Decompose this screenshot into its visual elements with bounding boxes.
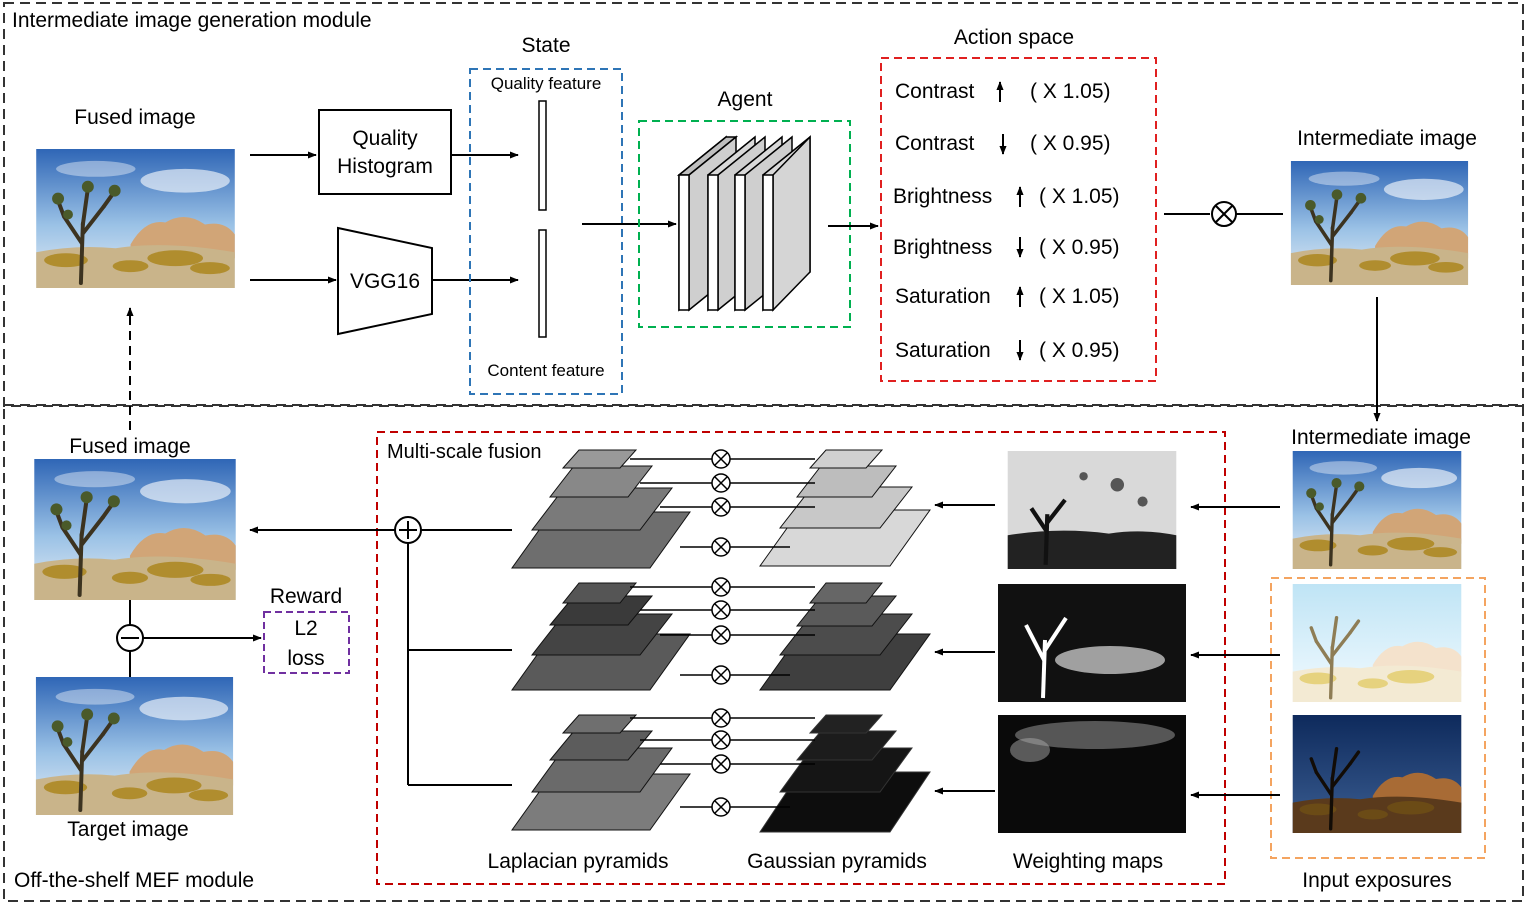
target-image <box>36 677 233 815</box>
svg-text:( X 1.05): ( X 1.05) <box>1039 185 1120 208</box>
bottom-intermediate-image <box>1290 451 1464 569</box>
bottom-module-title: Off-the-shelf MEF module <box>14 869 254 892</box>
top-intermediate-image <box>1289 161 1470 285</box>
weighting-map-3 <box>998 715 1186 833</box>
bottom-fused-image <box>34 459 235 600</box>
state-box <box>469 68 623 395</box>
agent-box <box>638 120 851 328</box>
action-space-box <box>880 57 1157 382</box>
action-contrast-down: Contrast ( X 0.95) <box>895 132 1111 155</box>
bottom-module-border <box>3 404 1524 902</box>
gaussian-pyramid-3 <box>759 714 931 833</box>
svg-text:Brightness: Brightness <box>893 236 992 259</box>
gaussian-label: Gaussian pyramids <box>747 850 927 873</box>
top-fused-image-label: Fused image <box>74 106 195 129</box>
quality-feature-label: Quality feature <box>491 74 602 93</box>
dark-exposure-image <box>1290 715 1464 833</box>
l2-loss-line1: L2 <box>294 617 317 640</box>
svg-text:Histogram: Histogram <box>337 155 433 178</box>
weighting-label: Weighting maps <box>1013 850 1163 873</box>
gaussian-pyramid-2 <box>759 582 931 691</box>
quality-feature-bar <box>538 100 547 211</box>
svg-text:Quality: Quality <box>352 127 418 150</box>
weighting-map-2 <box>998 584 1186 702</box>
reward-label: Reward <box>270 585 342 608</box>
action-space-label: Action space <box>954 26 1074 49</box>
weighting-map-1 <box>1008 451 1177 569</box>
agent-label: Agent <box>718 88 773 111</box>
top-module-title: Intermediate image generation module <box>12 9 372 32</box>
quality-histogram-box: Quality Histogram <box>318 109 452 195</box>
multiscale-fusion-box <box>376 431 1226 885</box>
content-feature-bar <box>538 229 547 338</box>
action-saturation-up: Saturation ( X 1.05) <box>895 285 1120 308</box>
vgg16-block: VGG16 <box>337 226 433 336</box>
input-exposures-label: Input exposures <box>1302 869 1451 892</box>
svg-text:( X 0.95): ( X 0.95) <box>1030 132 1111 155</box>
svg-text:( X 1.05): ( X 1.05) <box>1030 80 1111 103</box>
multiply-circles <box>711 449 731 817</box>
subtract-node <box>116 624 144 652</box>
target-image-label: Target image <box>67 818 188 841</box>
bottom-intermediate-image-label: Intermediate image <box>1291 426 1471 449</box>
state-label: State <box>521 34 570 57</box>
laplacian-pyramid-3 <box>511 714 691 831</box>
bottom-fused-image-label: Fused image <box>69 435 190 458</box>
svg-text:( X 0.95): ( X 0.95) <box>1039 339 1120 362</box>
svg-text:( X 1.05): ( X 1.05) <box>1039 285 1120 308</box>
svg-text:Brightness: Brightness <box>893 185 992 208</box>
top-intermediate-image-label: Intermediate image <box>1297 127 1477 150</box>
svg-text:VGG16: VGG16 <box>350 270 420 293</box>
action-brightness-up: Brightness ( X 1.05) <box>893 185 1120 208</box>
svg-text:Contrast: Contrast <box>895 132 975 155</box>
action-brightness-down: Brightness ( X 0.95) <box>893 236 1120 259</box>
l2-loss-box <box>263 611 350 674</box>
top-fused-image <box>36 149 235 288</box>
gaussian-pyramid-1 <box>759 449 931 567</box>
svg-text:Saturation: Saturation <box>895 285 991 308</box>
multiscale-fusion-label: Multi-scale fusion <box>387 441 542 463</box>
content-feature-label: Content feature <box>487 361 604 380</box>
svg-text:Saturation: Saturation <box>895 339 991 362</box>
sum-node <box>394 516 422 544</box>
svg-text:( X 0.95): ( X 0.95) <box>1039 236 1120 259</box>
bright-exposure-image <box>1290 584 1464 702</box>
laplacian-pyramid-2 <box>511 582 691 691</box>
laplacian-label: Laplacian pyramids <box>488 850 669 873</box>
agent-network-layers <box>676 135 811 312</box>
input-exposures-box <box>1270 577 1486 859</box>
action-contrast-up: Contrast ( X 1.05) <box>895 80 1111 103</box>
multiply-node <box>1211 201 1237 227</box>
action-saturation-down: Saturation ( X 0.95) <box>895 339 1120 362</box>
svg-text:Contrast: Contrast <box>895 80 975 103</box>
laplacian-pyramid-1 <box>511 449 691 569</box>
l2-loss-line2: loss <box>287 647 324 670</box>
